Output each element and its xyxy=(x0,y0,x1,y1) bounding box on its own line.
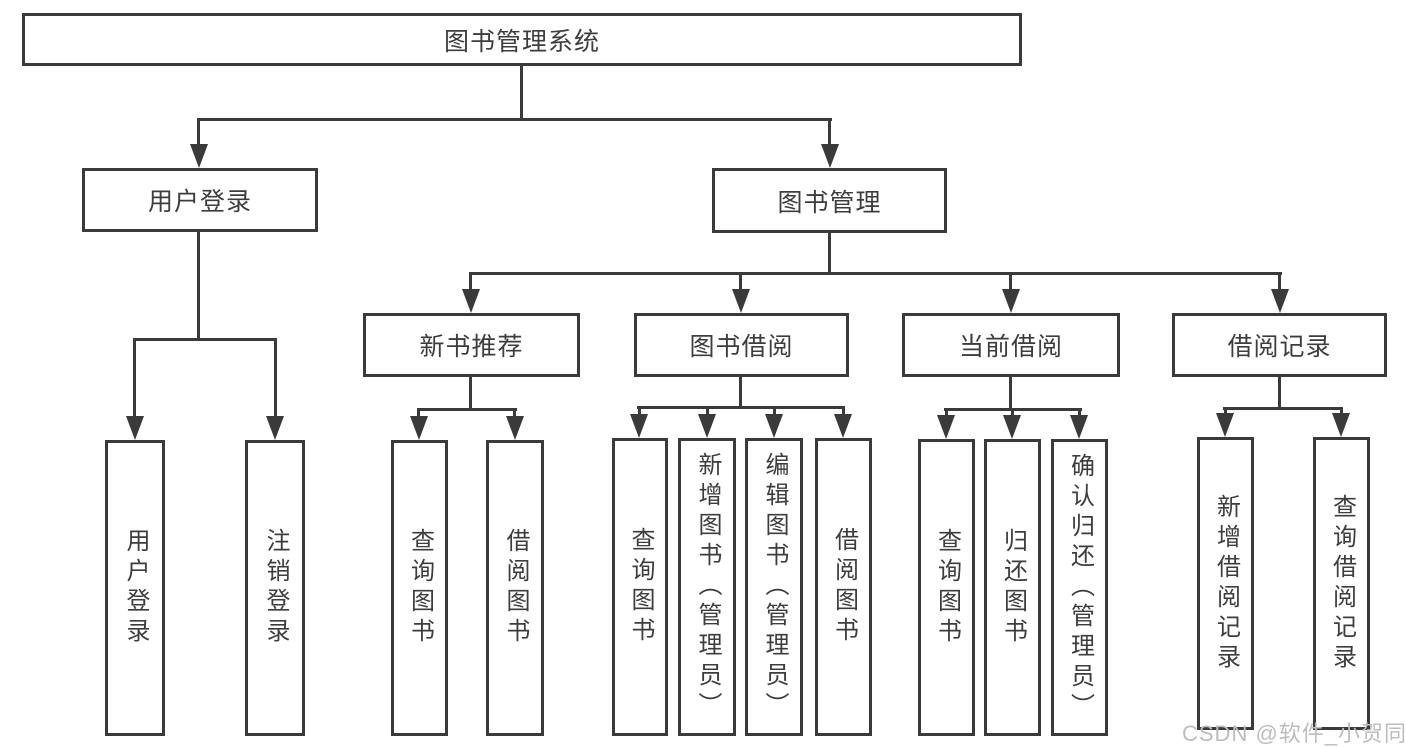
arrowhead-br-leaf2-icon xyxy=(1332,413,1350,437)
csdn-watermark: CSDN @软件_小贺同学 xyxy=(1182,721,1405,746)
connector-cb-leaf3-drop xyxy=(1078,410,1081,417)
leaf-cb-return-books-label: 归还图书 xyxy=(999,527,1027,648)
connector-cb-leaf2-drop xyxy=(1011,410,1014,417)
leaf-bb-edit-book-admin-label: 编辑图书（管理员） xyxy=(761,452,788,722)
connector-new-book-drop xyxy=(469,274,472,291)
leaf-cb-return-books: 归还图书 xyxy=(984,439,1041,736)
arrowhead-bb-leaf2-icon xyxy=(698,414,716,438)
leaf-user-login: 用户登录 xyxy=(105,440,165,736)
arrowhead-cb-leaf1-icon xyxy=(937,415,955,439)
connector-book-mgmt-drop xyxy=(828,120,831,147)
leaf-br-query-record: 查询借阅记录 xyxy=(1313,437,1370,730)
connector-cb-stem xyxy=(1009,377,1012,410)
leaf-nbr-borrow-books-label: 借阅图书 xyxy=(502,528,529,648)
arrowhead-borrow-records-icon xyxy=(1271,289,1289,313)
node-borrowing-records-label: 借阅记录 xyxy=(1227,333,1332,361)
connector-user-login-drop xyxy=(197,120,200,147)
connector-br-rail xyxy=(1223,407,1343,410)
arrowhead-bb-leaf3-icon xyxy=(765,414,783,438)
node-book-borrowing-label: 图书借阅 xyxy=(689,333,794,361)
leaf-cb-query-books-label: 查询图书 xyxy=(933,527,961,648)
node-user-login-label: 用户登录 xyxy=(147,188,252,216)
node-book-management-label: 图书管理 xyxy=(777,188,882,217)
node-root-label: 图书管理系统 xyxy=(443,27,600,56)
connector-user-login-stem xyxy=(197,232,200,338)
leaf-bb-borrow-books-label: 借阅图书 xyxy=(830,527,858,647)
connector-bb-leaf4-drop xyxy=(842,408,845,416)
leaf-br-add-record: 新增借阅记录 xyxy=(1197,437,1254,730)
arrowhead-br-leaf1-icon xyxy=(1216,413,1234,437)
connector-bb-stem xyxy=(739,377,742,408)
connector-root-stem xyxy=(520,66,523,119)
connector-bb-leaf1-drop xyxy=(638,408,641,416)
connector-user-login-rail xyxy=(133,338,277,341)
connector-bb-leaf2-drop xyxy=(706,408,709,416)
node-new-book-recommend: 新书推荐 xyxy=(363,313,580,377)
leaf-nbr-borrow-books: 借阅图书 xyxy=(486,440,544,736)
connector-cb-rail xyxy=(944,408,1082,411)
node-current-borrowing-label: 当前借阅 xyxy=(958,333,1063,361)
leaf-cb-confirm-return-admin: 确认归还（管理员） xyxy=(1051,439,1108,736)
node-book-borrowing: 图书借阅 xyxy=(634,313,849,377)
leaf-user-login-label: 用户登录 xyxy=(122,528,149,648)
connector-book-mgmt-stem xyxy=(828,233,831,272)
node-root-library-system: 图书管理系统 xyxy=(22,13,1022,66)
arrowhead-current-borrow-icon xyxy=(1002,289,1020,313)
leaf-br-query-record-label: 查询借阅记录 xyxy=(1328,493,1356,674)
connector-br-leaf2-drop xyxy=(1340,409,1343,415)
connector-leaf-logout-drop xyxy=(274,340,277,418)
leaf-bb-add-book-admin-label: 新增图书（管理员） xyxy=(694,452,721,722)
node-user-login: 用户登录 xyxy=(82,168,318,232)
arrowhead-user-login-icon xyxy=(190,144,208,168)
node-borrowing-records: 借阅记录 xyxy=(1172,313,1387,377)
leaf-bb-add-book-admin: 新增图书（管理员） xyxy=(678,438,736,736)
arrowhead-bb-leaf4-icon xyxy=(834,414,852,438)
connector-borrow-records-drop xyxy=(1278,274,1281,291)
connector-book-borrow-drop xyxy=(739,274,742,291)
leaf-nbr-query-books-label: 查询图书 xyxy=(406,528,434,648)
leaf-bb-query-books-label: 查询图书 xyxy=(627,527,654,647)
connector-nbr-stem xyxy=(469,377,472,410)
arrowhead-nbr-leaf1-icon xyxy=(410,416,428,440)
arrowhead-new-book-icon xyxy=(462,289,480,313)
leaf-logout: 注销登录 xyxy=(245,440,305,736)
node-book-management: 图书管理 xyxy=(712,168,947,233)
leaf-br-add-record-label: 新增借阅记录 xyxy=(1212,493,1240,674)
connector-bb-rail xyxy=(637,406,845,409)
arrowhead-cb-leaf3-icon xyxy=(1070,415,1088,439)
connector-level2-rail xyxy=(197,118,832,121)
leaf-bb-query-books: 查询图书 xyxy=(612,438,668,736)
connector-nbr-rail xyxy=(417,408,517,411)
arrowhead-nbr-leaf2-icon xyxy=(506,416,524,440)
node-new-book-recommend-label: 新书推荐 xyxy=(419,333,524,361)
leaf-cb-confirm-return-admin-label: 确认归还（管理员） xyxy=(1066,452,1094,723)
leaf-cb-query-books: 查询图书 xyxy=(918,439,975,736)
arrowhead-bb-leaf1-icon xyxy=(630,414,648,438)
connector-br-stem xyxy=(1278,377,1281,409)
arrowhead-leaf-login-icon xyxy=(126,416,144,440)
leaf-bb-borrow-books: 借阅图书 xyxy=(815,438,872,736)
leaf-logout-label: 注销登录 xyxy=(262,528,289,648)
connector-nbr-leaf2-drop xyxy=(513,410,516,418)
leaf-bb-edit-book-admin: 编辑图书（管理员） xyxy=(745,438,803,736)
arrowhead-book-borrow-icon xyxy=(732,289,750,313)
connector-current-borrow-drop xyxy=(1009,274,1012,291)
connector-bb-leaf3-drop xyxy=(773,408,776,416)
leaf-nbr-query-books: 查询图书 xyxy=(391,440,448,736)
arrowhead-book-mgmt-icon xyxy=(821,144,839,168)
connector-br-leaf1-drop xyxy=(1224,409,1227,415)
connector-nbr-leaf1-drop xyxy=(417,410,420,418)
connector-level3-rail xyxy=(469,272,1282,275)
arrowhead-leaf-logout-icon xyxy=(266,416,284,440)
connector-cb-leaf1-drop xyxy=(945,410,948,417)
arrowhead-cb-leaf2-icon xyxy=(1003,415,1021,439)
connector-leaf-login-drop xyxy=(133,340,136,418)
node-current-borrowing: 当前借阅 xyxy=(902,313,1120,377)
